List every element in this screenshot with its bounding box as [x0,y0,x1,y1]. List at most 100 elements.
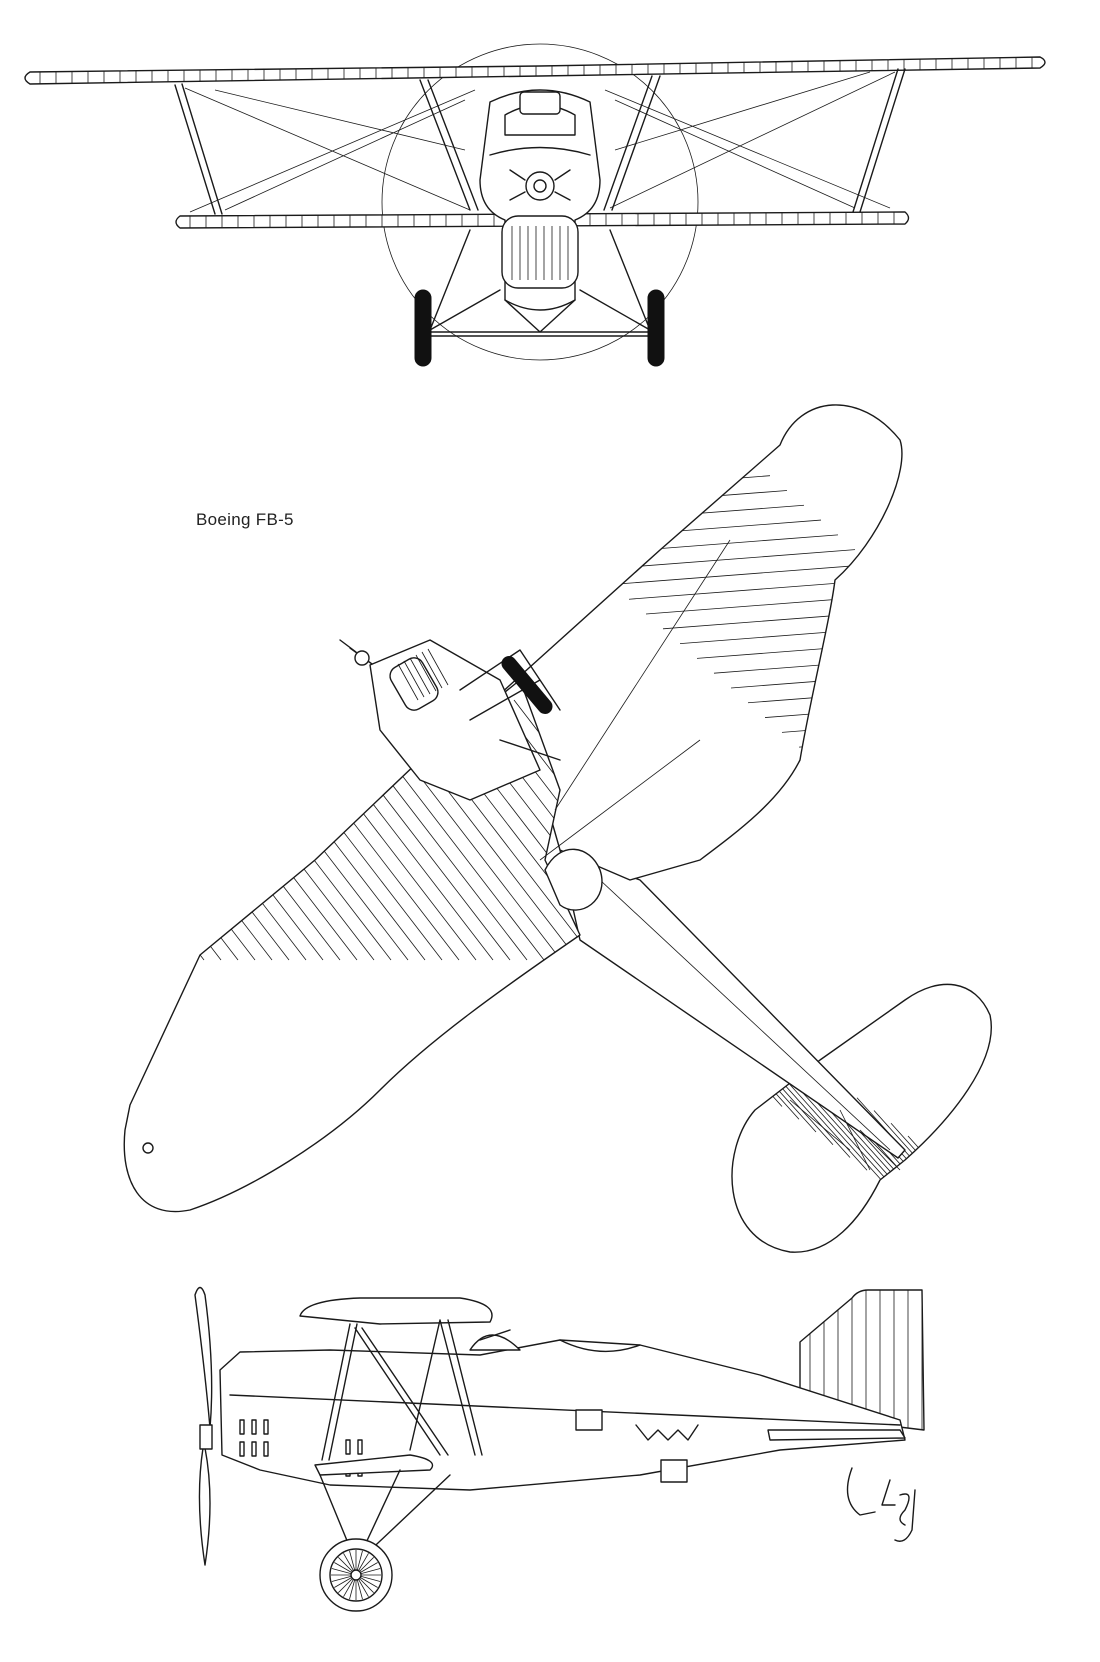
wingtip-light [142,1142,154,1154]
rib-line [139,699,341,961]
rib-line [969,875,1100,895]
radiator [501,215,579,289]
rib-line [102,121,362,141]
right-wheel [647,289,665,367]
vertical-tail [799,1289,925,1431]
rib-line [1054,949,1100,969]
rib-line [255,254,515,274]
rib-line [153,165,413,185]
right-wing [459,404,903,881]
rib-line [1044,1238,1100,1438]
rib-line [119,136,379,156]
upper-wing [24,56,1046,85]
rib-line [0,32,260,52]
rib-line [883,800,902,822]
rib-line [427,648,449,686]
rib-line [124,699,205,961]
rib-line [187,195,447,215]
side-upper-wing [299,1297,493,1325]
rib-line [421,651,443,689]
rib-line [732,984,817,1133]
side-hatch-upper [575,1409,603,1431]
rib-line [900,815,902,837]
rib-line [409,657,431,695]
rib-line [1037,934,1100,954]
rib-line [0,700,85,960]
rib-line [0,700,34,960]
rib-line [403,660,425,698]
propeller-disc [381,43,699,361]
louver-slot [251,1419,257,1435]
engine-cowling-front [479,89,601,311]
rib-line [460,404,686,423]
rib-line [975,1186,992,1253]
propeller-spinner [199,1424,213,1450]
rib-line [832,756,902,778]
louver-slot [263,1419,269,1435]
rib-line [492,460,754,482]
rib-line [460,430,720,452]
rib-line [907,1135,992,1253]
rib-line [357,343,617,363]
rib-line [124,699,239,961]
rib-line [1078,1264,1100,1464]
louver-slot [263,1441,269,1457]
rib-line [136,150,396,170]
rib-line [124,699,273,961]
left-wheel [414,289,432,367]
rib-line [124,699,307,961]
rib-line [496,699,581,961]
rib-line [866,785,902,807]
tail-skid [846,1467,876,1516]
rib-line [1061,1251,1100,1451]
rib-line [781,711,902,733]
side-view [194,1286,925,1612]
pilot-headrest [469,1334,521,1351]
rib-line [941,1161,992,1253]
louver-slot [345,1439,351,1455]
rib-line [124,699,290,961]
lower-wing-ribs [189,212,895,228]
rib-line [475,445,737,467]
rib-line [397,663,419,701]
left-wing [123,679,581,1213]
louver-slot [251,1441,257,1457]
rib-line [1095,1276,1100,1476]
side-hatch-lower [660,1459,688,1483]
rib-line [786,700,986,960]
rib-line [0,700,17,960]
rib-line [124,699,324,961]
rib-line [415,654,437,692]
rib-line [124,699,171,961]
rib-line [924,1148,992,1253]
rib-line [460,416,703,437]
drawing-caption: Boeing FB-5 [196,510,294,529]
rib-line [1088,979,1100,999]
front-landing-gear [414,229,665,367]
rib-line [1071,964,1100,984]
rear-fuselage [559,849,906,1159]
propeller-upper-blade [194,1286,213,1429]
front-view [24,43,1046,367]
rib-line [873,1110,992,1253]
propeller-lower-blade [198,1447,211,1566]
interplane-struts [174,68,906,215]
rib-line [1020,919,1100,939]
fuselage-insignia [635,1424,699,1441]
top-wheel-bulge [501,656,553,714]
rib-line [986,890,1100,910]
rib-line [17,47,277,67]
rib-line [611,564,873,585]
rib-line [0,700,68,960]
rib-line [935,845,1100,865]
rib-line [918,831,1100,851]
rib-line [0,700,119,960]
side-tailplane [767,1429,906,1441]
rib-line [124,699,188,961]
rib-line [0,700,102,960]
rib-line [849,771,902,792]
rib-line [798,726,902,748]
rib-line [340,328,600,348]
